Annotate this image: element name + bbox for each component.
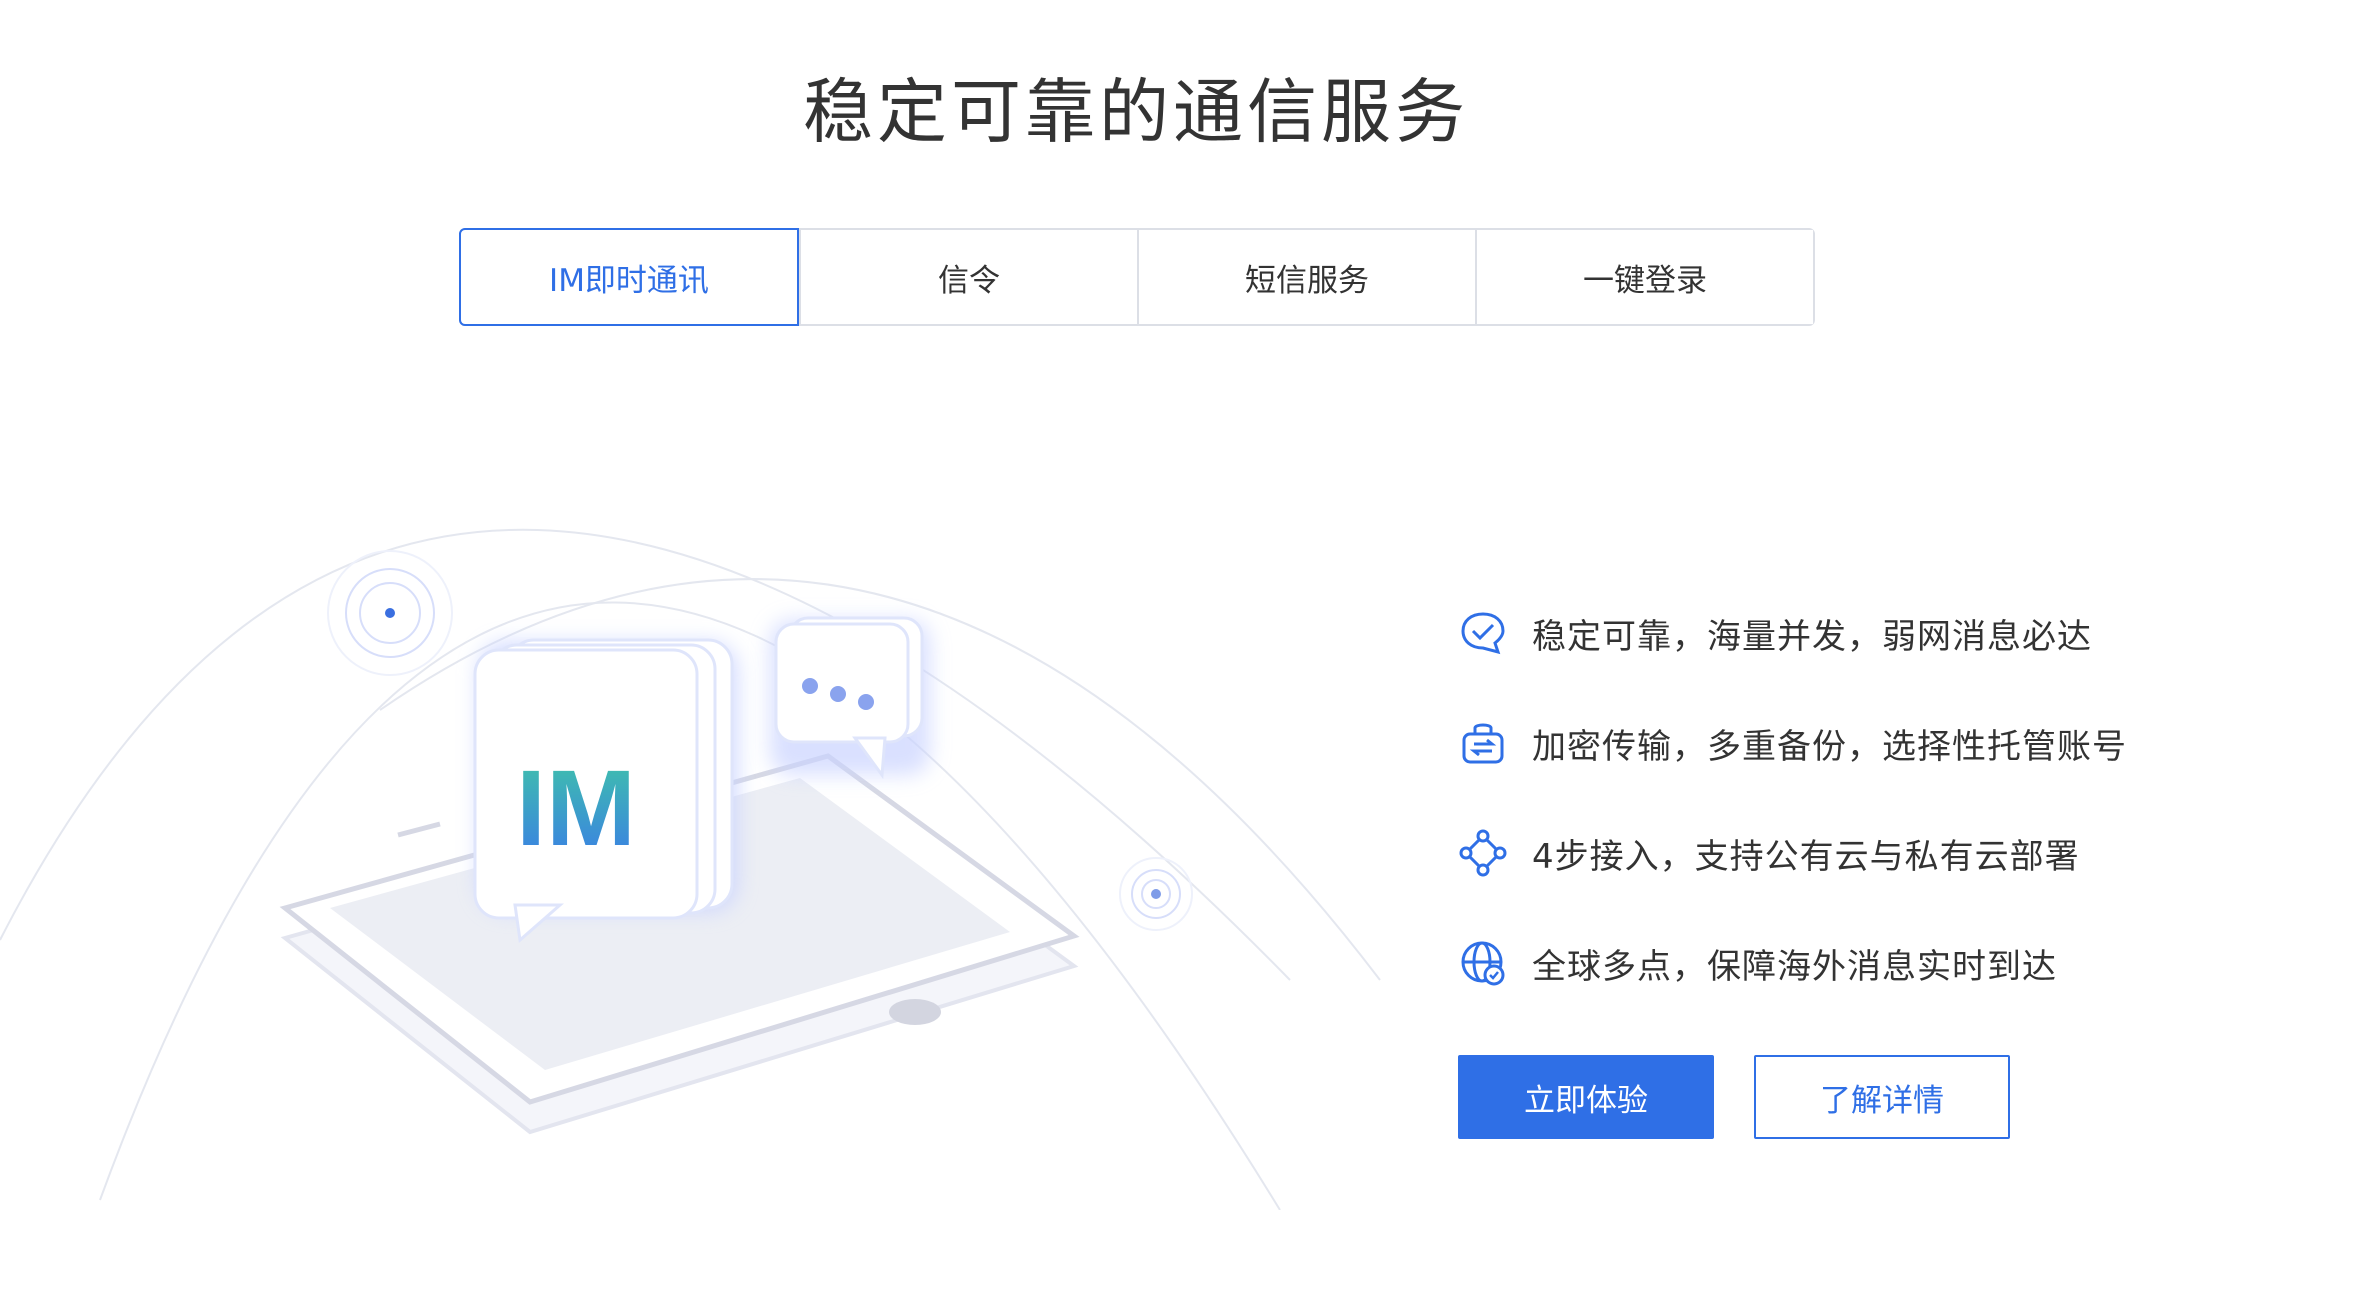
feature-text: 4步接入，支持公有云与私有云部署: [1532, 836, 2080, 877]
im-bubble-text: IM: [516, 747, 636, 868]
check-chat-icon: [1461, 612, 1505, 655]
feature-list: 稳定可靠，海量并发，弱网消息必达 加密传输，多重备份，选择性托管账号 4步接入，…: [1458, 578, 2218, 1018]
feature-text: 加密传输，多重备份，选择性托管账号: [1532, 726, 2127, 767]
tab-signaling[interactable]: 信令: [799, 230, 1137, 324]
im-chat-bubble-icon: IM: [473, 638, 738, 943]
feature-text: 全球多点，保障海外消息实时到达: [1532, 946, 2057, 987]
list-item: 加密传输，多重备份，选择性托管账号: [1458, 688, 2218, 798]
im-illustration: IM: [0, 528, 1381, 1210]
tab-sms[interactable]: 短信服务: [1137, 230, 1475, 324]
learn-more-button[interactable]: 了解详情: [1754, 1055, 2010, 1139]
tab-bar: IM即时通讯 信令 短信服务 一键登录: [459, 228, 1815, 326]
chat-dots-bubble-icon: [770, 616, 930, 780]
list-item: 稳定可靠，海量并发，弱网消息必达: [1458, 578, 2218, 688]
list-item: 全球多点，保障海外消息实时到达: [1458, 908, 2218, 1018]
nodes-icon: [1459, 829, 1507, 877]
phone-icon: [279, 753, 1080, 1135]
tab-im[interactable]: IM即时通讯: [459, 228, 799, 326]
signal-icon: [327, 550, 453, 676]
lock-transfer-icon: [1462, 723, 1504, 764]
orbit-lines: [0, 528, 1381, 1210]
feature-text: 稳定可靠，海量并发，弱网消息必达: [1532, 616, 2092, 657]
globe-check-icon: [1461, 941, 1505, 986]
page-title: 稳定可靠的通信服务: [803, 71, 1469, 153]
try-now-button[interactable]: 立即体验: [1458, 1055, 1714, 1139]
tab-one-click-login[interactable]: 一键登录: [1475, 230, 1813, 324]
signal-icon: [1119, 857, 1193, 931]
action-buttons: 立即体验 了解详情: [1458, 1055, 2010, 1139]
list-item: 4步接入，支持公有云与私有云部署: [1458, 798, 2218, 908]
